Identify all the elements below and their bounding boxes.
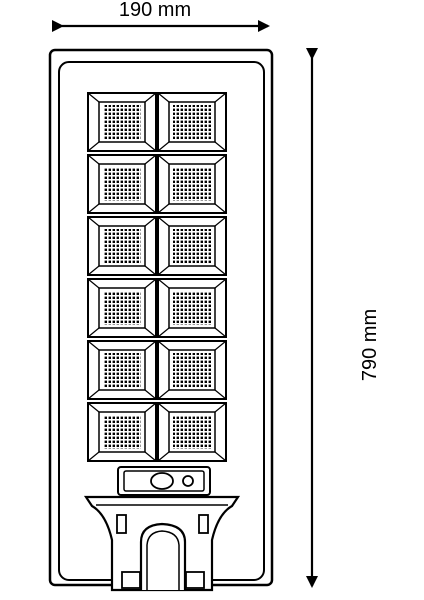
motion-sensor-unit (117, 466, 211, 496)
bracket-base-right (185, 571, 205, 589)
led-module (87, 278, 157, 338)
width-dimension: 190 mm (52, 0, 270, 32)
led-module (87, 402, 157, 462)
led-module-array (87, 92, 227, 462)
led-module (87, 92, 157, 152)
pole-socket-inner (146, 530, 180, 590)
height-dimension: 790 mm (306, 48, 381, 588)
mounting-bracket (83, 495, 241, 592)
bracket-clip-right (198, 514, 209, 534)
pole-socket (139, 522, 187, 590)
led-module (157, 278, 227, 338)
sensor-lens (150, 472, 174, 490)
led-module (157, 340, 227, 400)
led-module (87, 216, 157, 276)
width-label: 190 mm (119, 0, 191, 21)
led-module (87, 154, 157, 214)
bracket-base-left (121, 571, 141, 589)
led-module (157, 154, 227, 214)
sensor-indicator (182, 475, 194, 487)
led-module (157, 402, 227, 462)
height-label: 790 mm (359, 309, 381, 381)
led-module (87, 340, 157, 400)
led-module (157, 216, 227, 276)
bracket-clip-left (116, 514, 127, 534)
led-module (157, 92, 227, 152)
